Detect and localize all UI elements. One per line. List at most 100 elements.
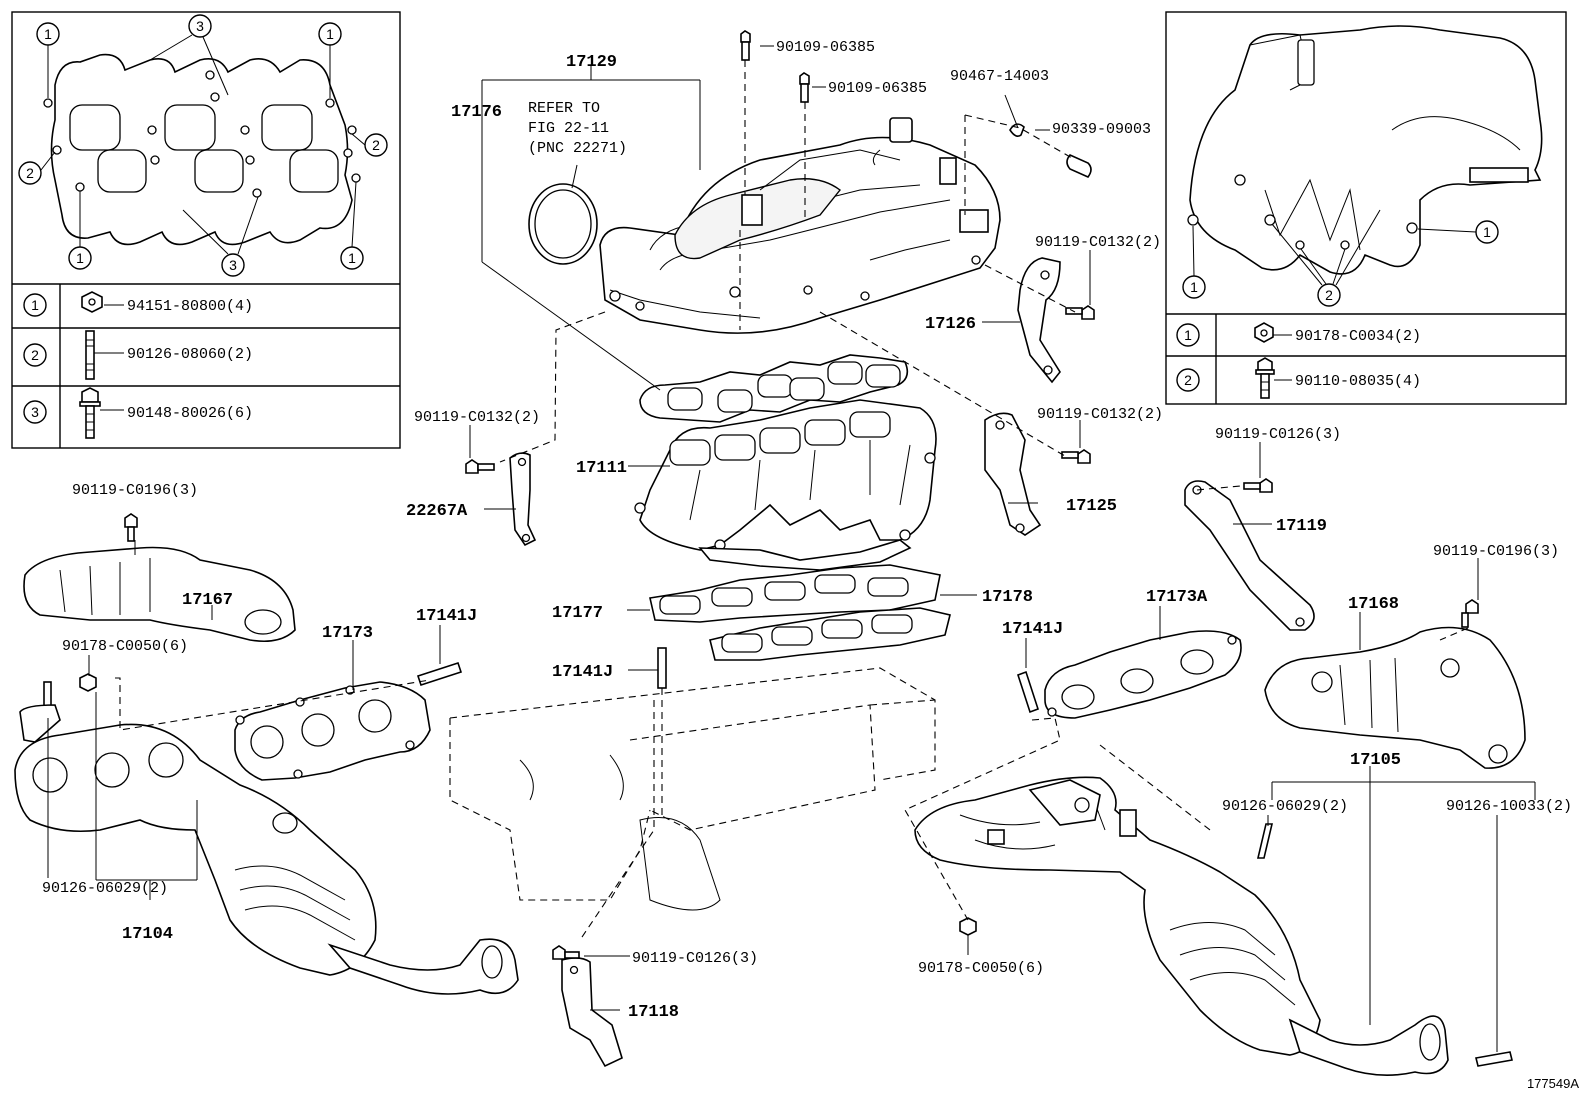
stud-90126-06029-b	[1256, 823, 1274, 859]
label-17176: 17176	[451, 103, 502, 122]
flange-nut-icon	[81, 291, 103, 313]
left-inset-callout-1b: 1	[318, 22, 342, 98]
bolt-90119-C0126-b	[552, 945, 580, 960]
bolt-90109-06385-a	[740, 30, 751, 61]
right-inset-frame	[1165, 11, 1567, 405]
label-17126: 17126	[925, 315, 976, 334]
right-legend-row-2: 2 90110-08035(4)	[1176, 357, 1421, 399]
label-17141J-b: 17141J	[552, 663, 613, 682]
bolt-90119-C0132-b	[465, 459, 495, 474]
bolt-90119-C0132-a	[1065, 305, 1095, 320]
svg-text:2: 2	[372, 137, 380, 153]
bracket-17119	[1184, 480, 1315, 631]
label-22267A: 22267A	[406, 502, 468, 521]
label-90109-06385-b: 90109-06385	[828, 80, 927, 97]
svg-text:2: 2	[1184, 372, 1192, 388]
label-17118: 17118	[628, 1003, 679, 1022]
label-17168: 17168	[1348, 595, 1399, 614]
flange-bolt-icon	[1255, 357, 1275, 399]
intake-manifold-17111	[634, 399, 937, 571]
throttle-body-gasket-17176	[528, 183, 598, 265]
svg-text:3: 3	[31, 404, 39, 420]
bracket-17126	[1017, 257, 1061, 384]
stud-bolt-icon	[85, 330, 95, 380]
engine-block-outline	[449, 667, 936, 911]
label-90119-C0132-c: 90119-C0132(2)	[1037, 406, 1163, 423]
exhaust-gasket-17173A	[1044, 630, 1242, 719]
label-90178-C0050-b: 90178-C0050(6)	[918, 960, 1044, 977]
exhaust-manifold-17104	[14, 704, 519, 995]
left-inset-callout-3b: 3	[182, 196, 259, 277]
svg-text:3: 3	[196, 18, 204, 34]
label-90119-C0126-a: 90119-C0126(3)	[1215, 426, 1341, 443]
bracket-17118	[561, 957, 623, 1068]
bolt-90119-C0196-a	[124, 513, 138, 542]
svg-text:2: 2	[1325, 287, 1333, 303]
label-90109-06385-a: 90109-06385	[776, 39, 875, 56]
bolt-90119-C0196-b	[1461, 599, 1479, 628]
right-inset-callout-1a: 1	[1182, 225, 1206, 299]
bolt-90119-C0132-c	[1061, 449, 1091, 464]
right-legend-row-1: 1 90178-C0034(2)	[1176, 322, 1421, 347]
label-90126-10033: 90126-10033(2)	[1446, 798, 1572, 815]
left-inset-callout-1a: 1	[36, 22, 60, 98]
label-17167: 17167	[182, 591, 233, 610]
svg-text:1: 1	[76, 250, 84, 266]
svg-text:1: 1	[1184, 327, 1192, 343]
manifold-gasket-17178	[709, 607, 951, 661]
svg-text:94151-80800(4): 94151-80800(4)	[127, 298, 253, 315]
intake-gasket-plate-drawing	[43, 53, 361, 246]
label-17119: 17119	[1276, 517, 1327, 536]
part-labels: 17129 17176 REFER TO FIG 22-11 (PNC 2227…	[42, 39, 1579, 1091]
svg-text:3: 3	[229, 257, 237, 273]
bracket-17125	[984, 412, 1042, 536]
clip-90467-14003	[1009, 123, 1025, 137]
bolt-90119-C0126-a	[1243, 478, 1273, 493]
bracket-22267A	[509, 452, 537, 547]
label-90119-C0126-b: 90119-C0126(3)	[632, 950, 758, 967]
left-legend-row-3: 3 90148-80026(6)	[23, 387, 253, 439]
stud-17141J-b	[657, 647, 667, 689]
right-inset: 1 1 2 1 90178-C0034(2) 2 90110-08035(4)	[1165, 11, 1567, 405]
label-90119-C0196-a: 90119-C0196(3)	[72, 482, 198, 499]
svg-text:1: 1	[31, 297, 39, 313]
svg-text:1: 1	[1190, 279, 1198, 295]
right-inset-callout-1b: 1	[1417, 220, 1499, 244]
label-90126-06029-b: 90126-06029(2)	[1222, 798, 1348, 815]
svg-text:1: 1	[44, 26, 52, 42]
left-inset-callout-2a: 2	[18, 151, 56, 185]
left-inset-callout-1c: 1	[68, 191, 92, 270]
svg-text:1: 1	[326, 26, 334, 42]
bolt-90109-06385-b	[799, 72, 810, 103]
label-90178-C0050-a: 90178-C0050(6)	[62, 638, 188, 655]
label-17141J-a: 17141J	[416, 607, 477, 626]
refer-note-line2: FIG 22-11	[528, 120, 609, 137]
label-90467-14003: 90467-14003	[950, 68, 1049, 85]
label-17125: 17125	[1066, 497, 1117, 516]
label-17111: 17111	[576, 459, 627, 478]
svg-text:90148-80026(6): 90148-80026(6)	[127, 405, 253, 422]
left-inset-callout-3a: 3	[149, 14, 229, 96]
nut-90178-C0050-b	[959, 917, 977, 936]
refer-note-line3: (PNC 22271)	[528, 140, 627, 157]
stud-17141J-c	[1017, 670, 1039, 714]
svg-text:90126-08060(2): 90126-08060(2)	[127, 346, 253, 363]
stud-90126-10033	[1475, 1051, 1513, 1067]
flange-nut-icon	[1254, 322, 1274, 343]
left-inset: 1 1 1 1 2 2 3 3 1 94151-80800(4) 2 90126…	[11, 11, 401, 449]
intake-plenum-17129	[599, 117, 1001, 334]
label-17173: 17173	[322, 624, 373, 643]
left-legend-row-2: 2 90126-08060(2)	[23, 330, 253, 380]
heat-insulator-17167	[23, 546, 296, 643]
label-90119-C0196-b: 90119-C0196(3)	[1433, 543, 1559, 560]
label-17104: 17104	[122, 925, 173, 944]
svg-text:1: 1	[348, 250, 356, 266]
flange-bolt-icon	[79, 387, 101, 439]
left-legend-row-1: 1 94151-80800(4)	[23, 291, 253, 317]
intake-plenum-side-view-drawing	[1187, 25, 1543, 275]
svg-text:90110-08035(4): 90110-08035(4)	[1295, 373, 1421, 390]
svg-text:2: 2	[31, 347, 39, 363]
label-90119-C0132-b: 90119-C0132(2)	[414, 409, 540, 426]
